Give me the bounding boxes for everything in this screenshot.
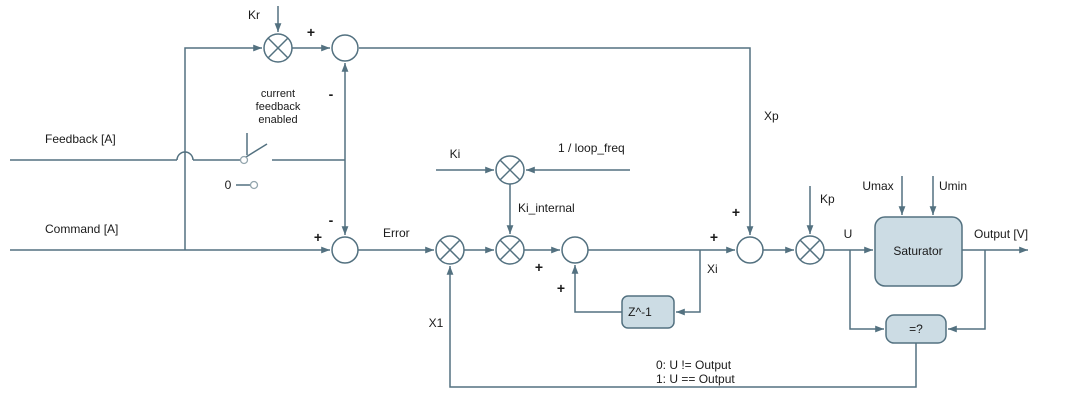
minus-sign-error-summer: -: [329, 212, 334, 228]
wire-output-to-comparator: [948, 250, 986, 333]
ki-label: Ki: [450, 147, 461, 161]
wire-feedback-hop: [176, 151, 194, 161]
switch-contact-zero: [249, 180, 259, 190]
feedback-input-label: Feedback [A]: [45, 132, 116, 146]
u-label: U: [844, 227, 853, 241]
output-label: Output [V]: [974, 227, 1028, 241]
blocks: [621, 216, 963, 344]
saturator-block-label: Saturator: [893, 244, 942, 258]
multiplier-x1-cross: [439, 239, 461, 261]
plus-sign-top: +: [307, 24, 315, 40]
error-label: Error: [383, 226, 410, 240]
x1-label: X1: [429, 316, 444, 330]
plus-sign-command: +: [314, 229, 322, 245]
comparator-block-label: =?: [909, 322, 923, 336]
switch-arm: [245, 143, 268, 158]
wire-delay-out: [571, 265, 622, 313]
current-feedback-enabled-line3: enabled: [258, 114, 297, 126]
plus-sign-xi: +: [710, 229, 718, 245]
multiplier-ki-cross: [499, 159, 521, 181]
command-input-label: Command [A]: [45, 222, 118, 236]
sum-top: [331, 34, 359, 62]
plus-sign-xp: +: [732, 204, 740, 220]
wire-command-branch: [184, 44, 262, 250]
ki-internal-label: Ki_internal: [518, 201, 575, 215]
wire-x1-feedback: [446, 266, 917, 388]
wire-xp: [359, 47, 754, 235]
comparator-legend-line2: 1: U == Output: [656, 372, 735, 386]
loop-freq-label: 1 / loop_freq: [558, 141, 625, 155]
saturator-block: [874, 216, 963, 287]
xp-label: Xp: [764, 109, 779, 123]
minus-sign-top-summer: -: [329, 86, 334, 102]
zero-label: 0: [225, 178, 232, 192]
delay-block: [621, 295, 675, 329]
plus-sign-delay-feedback: +: [557, 280, 565, 296]
plus-sign-integrator-in: +: [535, 259, 543, 275]
comparator-legend-line1: 0: U != Output: [656, 358, 732, 372]
nodes: [239, 33, 825, 265]
sum-integrator: [561, 236, 589, 264]
sum-error: [331, 236, 359, 264]
connectors: [10, 6, 1028, 388]
sum-final: [736, 236, 764, 264]
wire-u-to-comparator: [849, 250, 884, 333]
multiplier-kr-cross: [267, 37, 289, 59]
delay-block-label: Z^-1: [628, 305, 652, 319]
comparator-block: [885, 314, 947, 344]
current-feedback-enabled-line1: current: [261, 88, 295, 100]
multiplier-kp-cross: [799, 239, 821, 261]
umin-label: Umin: [939, 179, 967, 193]
wire-to-delay: [676, 250, 701, 316]
umax-label: Umax: [862, 179, 893, 193]
multiplier-ki-internal-cross: [499, 239, 521, 261]
kr-label: Kr: [248, 8, 260, 22]
labels: Kr + - current feedback enabled Feedback…: [45, 8, 1028, 386]
xi-label: Xi: [707, 262, 718, 276]
kp-label: Kp: [820, 192, 835, 206]
current-feedback-enabled-line2: feedback: [256, 101, 301, 113]
switch-contact-feedback: [239, 155, 249, 165]
